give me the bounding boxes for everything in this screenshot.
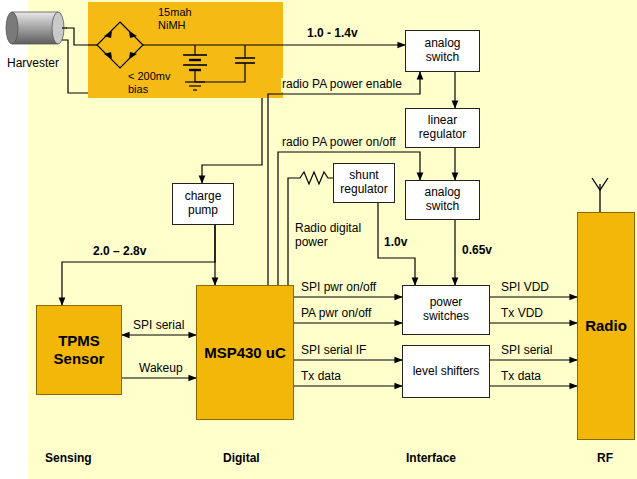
harvester-cylinder bbox=[6, 12, 64, 44]
capacitor-symbol bbox=[195, 45, 255, 82]
column-heading: RF bbox=[596, 452, 614, 466]
column-heading: Interface bbox=[405, 452, 457, 466]
signal-wire bbox=[490, 385, 577, 386]
signal-label: 2.0 – 2.8v bbox=[92, 245, 147, 259]
signal-label: SPI serial bbox=[132, 319, 185, 333]
shifter-box: level shifters bbox=[402, 345, 490, 398]
signal-wire bbox=[454, 72, 455, 108]
signal-wire bbox=[490, 296, 577, 297]
signal-wire bbox=[490, 322, 577, 323]
box-label: power switches bbox=[408, 296, 484, 324]
column-heading: Sensing bbox=[44, 452, 93, 466]
signal-wire bbox=[122, 377, 196, 378]
signal-wire bbox=[278, 152, 420, 285]
regulator-box: shunt regulator bbox=[333, 163, 395, 203]
signal-name: Radio digital power bbox=[294, 222, 372, 250]
signal-label: Wakeup bbox=[138, 362, 184, 376]
signal-wire bbox=[490, 359, 577, 360]
signal-wire bbox=[268, 72, 420, 285]
storage-circuit: 15mah NiMH < 200mv bias bbox=[88, 2, 283, 98]
switch-box: power switches bbox=[402, 285, 490, 335]
signal-label: radio PA power on/off bbox=[281, 136, 397, 150]
switch-box: analog switch bbox=[405, 180, 480, 220]
storage-note: 15mah NiMH bbox=[158, 6, 210, 32]
signal-label: Tx data bbox=[300, 370, 342, 384]
harvester-unit: Harvester bbox=[0, 0, 66, 70]
box-label: shunt regulator bbox=[339, 169, 389, 197]
signal-wire bbox=[283, 44, 405, 45]
signal-label: SPI serial IF bbox=[300, 344, 367, 358]
signal-label: PA pwr on/off bbox=[300, 307, 372, 321]
signal-label: SPI VDD bbox=[500, 281, 550, 295]
signal-wire bbox=[66, 28, 88, 45]
storage-panel bbox=[88, 2, 283, 98]
signal-wire bbox=[122, 334, 196, 335]
signal-label: 1.0v bbox=[383, 236, 408, 250]
signal-wire bbox=[62, 225, 215, 305]
pump-box: charge pump bbox=[172, 183, 234, 225]
page-ground bbox=[28, 0, 637, 479]
box-label: linear regulator bbox=[411, 114, 474, 142]
signal-wire bbox=[454, 220, 455, 285]
ground-symbol bbox=[185, 82, 205, 90]
sensor-block: TPMS Sensor bbox=[36, 305, 122, 395]
signal-wire bbox=[294, 359, 402, 360]
switch-box: analog switch bbox=[405, 30, 480, 72]
diode-symbols bbox=[104, 31, 137, 59]
box-label: TPMS Sensor bbox=[44, 332, 114, 368]
signal-label: Tx data bbox=[500, 370, 542, 384]
box-label: charge pump bbox=[178, 190, 228, 218]
box-label: analog switch bbox=[411, 37, 474, 65]
radio-block: Radio bbox=[577, 212, 635, 440]
signal-label: radio PA power enable bbox=[281, 78, 403, 92]
signal-wire bbox=[294, 322, 402, 323]
signal-wire bbox=[294, 296, 402, 297]
box-label: analog switch bbox=[411, 186, 474, 214]
signal-label: 0.65v bbox=[461, 244, 493, 258]
column-heading: Digital bbox=[222, 452, 261, 466]
storage-note: < 200mv bias bbox=[128, 70, 188, 96]
signal-wire bbox=[202, 98, 262, 183]
signal-wire bbox=[294, 385, 402, 386]
signal-label: Tx VDD bbox=[500, 307, 544, 321]
regulator-box: linear regulator bbox=[405, 108, 480, 148]
box-label: Radio bbox=[585, 317, 627, 335]
signal-label: SPI pwr on/off bbox=[300, 281, 377, 295]
signal-wire bbox=[454, 148, 455, 180]
signal-label: SPI serial bbox=[500, 344, 553, 358]
box-label: level shifters bbox=[413, 365, 480, 379]
box-label: Harvester bbox=[7, 56, 59, 70]
signal-label: 1.0 - 1.4v bbox=[306, 27, 359, 41]
box-label: MSP430 uC bbox=[204, 344, 286, 362]
battery-symbol bbox=[183, 45, 207, 82]
mcu-block: MSP430 uC bbox=[196, 285, 294, 420]
antenna-symbol bbox=[592, 178, 608, 212]
